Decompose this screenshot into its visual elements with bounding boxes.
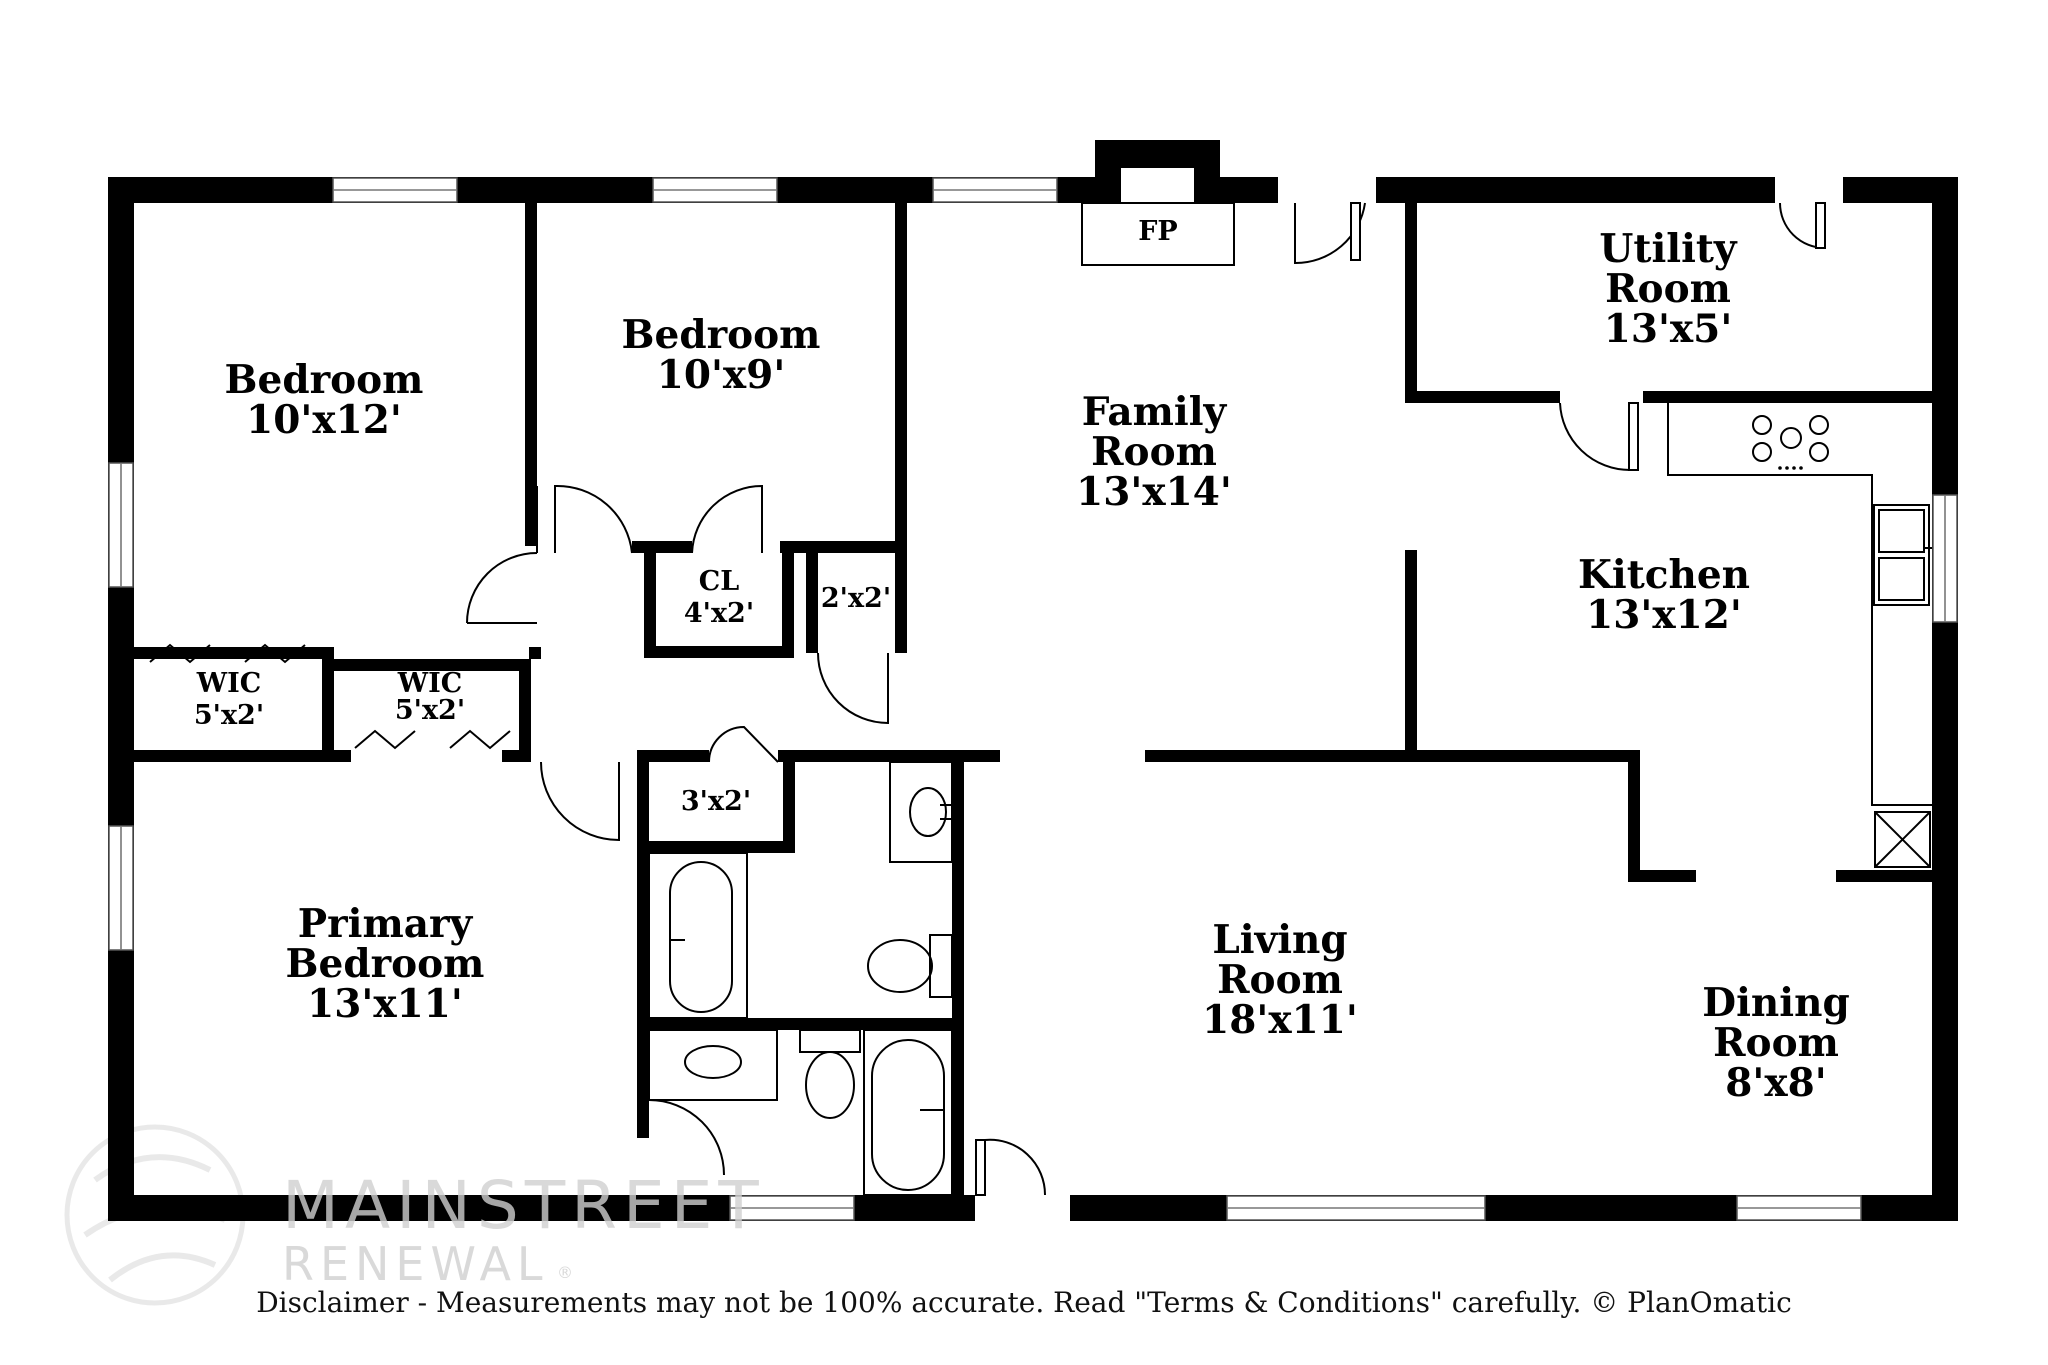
room-name: Bedroom: [225, 357, 424, 403]
room-name: Room: [1713, 1020, 1839, 1066]
room-name: Room: [1605, 266, 1731, 312]
room-label-bedroom: Bedroom 10'x12': [225, 357, 424, 443]
water-heater-icon: [1874, 811, 1931, 868]
room-size: 4'x2': [684, 598, 754, 629]
room-label-family-room: Family Room 13'x14': [1076, 389, 1232, 515]
room-label-wic-2: WIC 5'x2': [395, 668, 465, 726]
room-size: 13'x11': [307, 981, 463, 1027]
interior-walls: [134, 203, 1932, 1199]
room-label-bedroom-2: Bedroom 10'x9': [622, 312, 821, 398]
room-size: 5'x2': [194, 700, 264, 731]
toilet-icon: [799, 1029, 861, 1119]
disclaimer-text: Disclaimer - Measurements may not be 100…: [256, 1286, 1792, 1319]
room-name: Primary: [298, 901, 474, 947]
bathtub-icon: [648, 852, 748, 1019]
room-name: Utility: [1599, 226, 1737, 272]
room-size: 10'x12': [246, 397, 402, 443]
room-name: WIC: [196, 668, 261, 699]
sink-icon: [648, 1029, 778, 1101]
room-name: Room: [1091, 429, 1217, 475]
primary-bath-fixtures: [648, 1029, 953, 1196]
toilet-icon: [867, 934, 953, 998]
room-size: 13'x14': [1076, 469, 1232, 515]
room-name: Living: [1212, 917, 1347, 963]
room-label-primary-bedroom: Primary Bedroom 13'x11': [286, 901, 485, 1027]
room-name: CL: [699, 566, 739, 597]
room-name: Room: [1217, 957, 1343, 1003]
room-name: WIC: [397, 668, 462, 699]
sink-icon: [889, 761, 953, 863]
bifold-door-icons: [149, 643, 511, 750]
room-label-dining-room: Dining Room 8'x8': [1702, 980, 1849, 1106]
fireplace-label: FP: [1138, 216, 1177, 247]
room-label-utility-room: Utility Room 13'x5': [1599, 226, 1737, 352]
range-cooktop-icon: [1752, 415, 1829, 470]
door-swing-icons: [466, 202, 1826, 1196]
room-name: Kitchen: [1578, 552, 1750, 598]
room-label-closet: CL 4'x2': [684, 566, 754, 629]
room-label-kitchen: Kitchen 13'x12': [1578, 552, 1750, 638]
watermark-line2: RENEWAL: [282, 1237, 549, 1291]
room-size: 5'x2': [395, 695, 465, 726]
room-size: 18'x11': [1202, 997, 1358, 1043]
hall-bath-fixtures: [648, 761, 953, 1019]
room-label-closet-2x2: 2'x2': [821, 583, 891, 614]
room-name: Dining: [1702, 980, 1849, 1026]
room-label-living-room: Living Room 18'x11': [1202, 917, 1358, 1043]
room-label-closet-3x2: 3'x2': [681, 786, 751, 817]
watermark-line1: MAINSTREET: [282, 1167, 765, 1244]
kitchen-counter: [1667, 403, 1932, 868]
fireplace-icon: [1081, 202, 1235, 266]
room-size: 10'x9': [657, 352, 786, 398]
room-name: Bedroom: [622, 312, 821, 358]
exterior-openings: [108, 168, 1958, 1221]
bathtub-icon: [863, 1029, 953, 1196]
room-label-wic-1: WIC 5'x2': [194, 668, 264, 731]
room-size: 3'x2': [681, 786, 751, 817]
room-size: 13'x12': [1586, 592, 1742, 638]
room-size: 2'x2': [821, 583, 891, 614]
double-sink-icon: [1873, 504, 1932, 606]
watermark-registered-mark: ®: [557, 1263, 573, 1282]
room-size: 8'x8': [1725, 1060, 1826, 1106]
room-name: Bedroom: [286, 941, 485, 987]
room-size: 13'x5': [1604, 306, 1733, 352]
room-name: Family: [1082, 389, 1228, 435]
